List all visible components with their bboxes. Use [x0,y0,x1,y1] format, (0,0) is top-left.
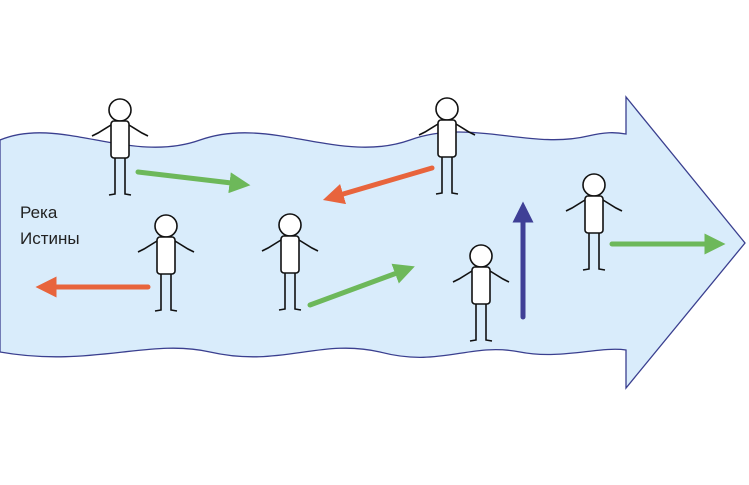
figure-body [110,120,130,159]
figure-left-arm [91,124,112,137]
river-label-line1: Река [20,203,58,222]
red-arrow-left-1 [322,165,435,205]
figure-body [437,119,457,158]
figure-right-arm [174,240,195,253]
stick-figure [452,244,510,342]
figure-left-arm [418,123,439,136]
figure-right-leg [170,274,178,312]
stick-figure [418,97,476,195]
figure-body [584,195,604,234]
stick-figure [91,98,149,196]
figure-head [435,97,459,121]
figure-right-arm [455,123,476,136]
stick-figure [137,214,195,312]
figure-left-leg [278,273,286,311]
figure-right-leg [598,233,606,271]
figure-left-arm [452,270,473,283]
green-arrow-up-right [307,263,415,308]
green-arrow-right-1 [135,169,251,194]
figure-right-arm [489,270,510,283]
figure-right-leg [451,157,459,195]
figure-left-leg [154,274,162,312]
figure-right-arm [298,239,319,252]
figure-left-leg [469,304,477,342]
figure-left-arm [565,199,586,212]
river-label-line2: Истины [20,229,80,248]
stick-figure [565,173,623,271]
figure-left-leg [435,157,443,195]
figure-body [280,235,300,274]
figure-left-leg [582,233,590,271]
figure-left-arm [261,239,282,252]
figure-right-arm [128,124,149,137]
figure-body [471,266,491,305]
stick-figures-group [91,97,623,342]
figure-right-leg [294,273,302,311]
figure-head [469,244,493,268]
stick-figure [261,213,319,311]
figure-right-leg [124,158,132,196]
figure-right-arm [602,199,623,212]
figure-right-leg [485,304,493,342]
figure-left-leg [108,158,116,196]
figure-head [108,98,132,122]
figure-body [156,236,176,275]
figure-left-arm [137,240,158,253]
figure-head [278,213,302,237]
figure-head [582,173,606,197]
river-arrow-shape [0,95,746,390]
figure-head [154,214,178,238]
arrow-group [35,165,726,320]
